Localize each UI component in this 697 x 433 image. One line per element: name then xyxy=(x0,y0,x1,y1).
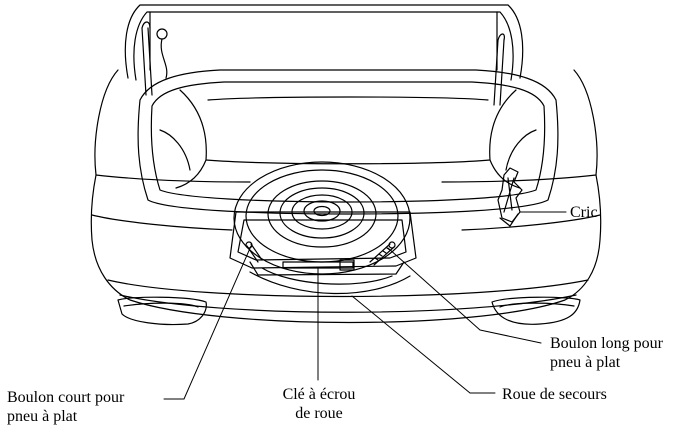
jack xyxy=(497,167,523,227)
short-bolt xyxy=(245,241,263,263)
exhaust-left xyxy=(117,296,207,326)
label-jack: Cric xyxy=(570,204,598,221)
label-spare-tire: Roue de secours xyxy=(502,386,607,403)
label-long-bolt: Boulon long pour pneu à plat xyxy=(550,335,663,371)
leader-lines xyxy=(163,211,567,400)
label-lug-wrench: Clé à écrou de roue xyxy=(282,386,356,422)
tool-tray xyxy=(229,211,417,276)
leader-short-bolt xyxy=(163,245,252,400)
label-short-bolt: Boulon court pour pneu à plat xyxy=(7,389,125,425)
leader-spare-tire xyxy=(351,295,496,394)
gas-strut-right xyxy=(493,33,505,106)
long-bolt xyxy=(369,241,396,266)
leader-long-bolt xyxy=(387,247,542,344)
trunk-lid xyxy=(124,4,524,81)
exhaust-right xyxy=(491,296,581,325)
gas-strut-left xyxy=(141,21,168,96)
